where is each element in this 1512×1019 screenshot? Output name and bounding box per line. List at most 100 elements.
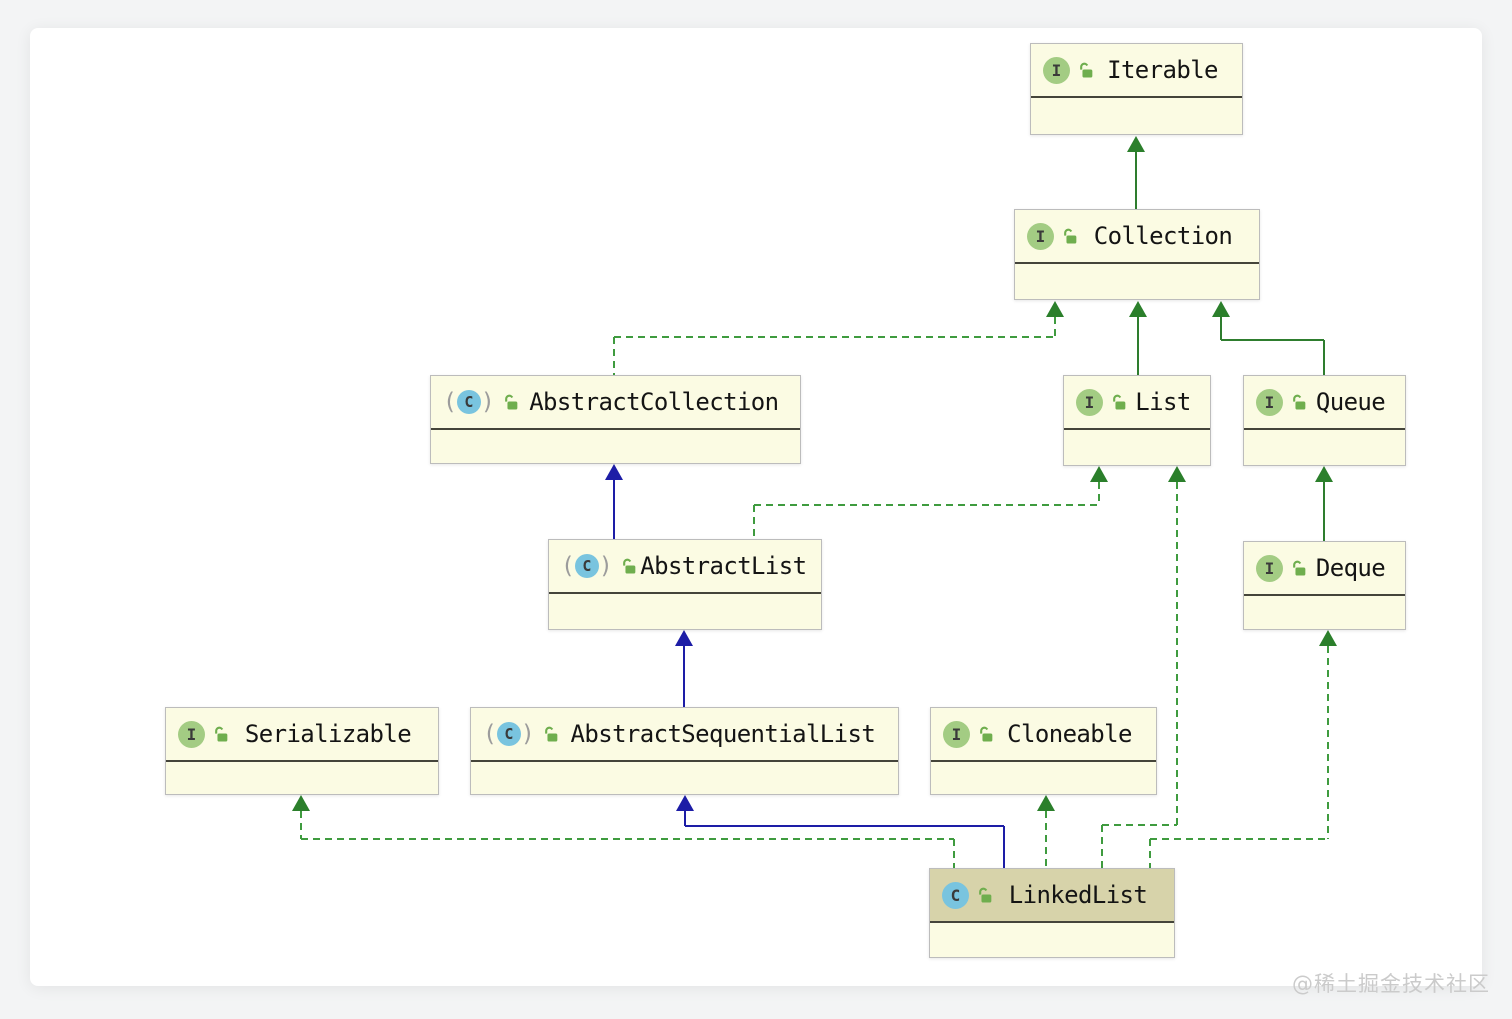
open-lock-icon: [1291, 394, 1308, 411]
open-lock-icon: [1291, 560, 1308, 577]
edge-list-collection-arrowhead: [1129, 301, 1147, 317]
node-list[interactable]: I List: [1063, 375, 1211, 466]
abstract-class-icon: ( C ): [483, 721, 535, 748]
node-iterable-header[interactable]: I Iterable: [1031, 44, 1242, 98]
node-body: [1015, 264, 1259, 353]
watermark: @稀土掘金技术社区: [1292, 972, 1490, 996]
abstract-paren: (: [443, 388, 457, 415]
edge-abstractsequentiallist-abstractlist-arrowhead: [675, 630, 693, 646]
node-queue[interactable]: I Queue: [1243, 375, 1406, 466]
node-abstract-list-header[interactable]: ( C ) AbstractList: [549, 540, 821, 594]
edge-linkedlist-serializable-segment: [300, 811, 302, 839]
edge-collection-iterable-segment: [1135, 152, 1137, 209]
node-abstract-list[interactable]: ( C ) AbstractList: [548, 539, 822, 630]
open-lock-icon: [1062, 228, 1079, 245]
edge-linkedlist-serializable-segment: [953, 839, 955, 868]
open-lock-icon: [977, 887, 994, 904]
edge-abstractlist-abstractcollection-segment: [613, 480, 615, 539]
interface-icon: I: [1043, 56, 1070, 84]
edge-linkedlist-list-segment: [1176, 482, 1178, 825]
node-title: List: [1135, 388, 1191, 416]
node-serializable-header[interactable]: I Serializable: [166, 708, 438, 762]
edge-linkedlist-abstractsequentiallist-segment: [684, 811, 686, 826]
edge-abstractcollection-collection-segment: [614, 336, 1055, 338]
edge-linkedlist-deque-segment: [1327, 646, 1329, 839]
node-body: [431, 430, 800, 517]
interface-icon: I: [943, 720, 970, 748]
edge-linkedlist-list-segment: [1102, 824, 1177, 826]
edge-linkedlist-cloneable-arrowhead: [1037, 795, 1055, 811]
open-lock-icon: [1078, 62, 1095, 79]
edge-abstractcollection-collection-segment: [1054, 317, 1056, 337]
edge-linkedlist-abstractsequentiallist-segment: [1003, 826, 1005, 868]
edge-linkedlist-deque-segment: [1149, 839, 1151, 868]
edge-deque-queue-segment: [1323, 482, 1325, 541]
interface-icon: I: [1076, 388, 1103, 416]
edge-linkedlist-deque-segment: [1150, 838, 1328, 840]
node-iterable[interactable]: I Iterable: [1030, 43, 1243, 135]
node-body: [1064, 430, 1210, 519]
node-cloneable-header[interactable]: I Cloneable: [931, 708, 1156, 762]
edge-abstractcollection-collection-segment: [613, 337, 615, 375]
node-abstract-sequential-list-header[interactable]: ( C ) AbstractSequentialList: [471, 708, 898, 762]
node-title: Cloneable: [1007, 720, 1132, 748]
node-title: AbstractSequentialList: [570, 720, 876, 748]
abstract-paren: ): [598, 552, 613, 579]
node-title: AbstractCollection: [529, 388, 779, 416]
edge-deque-queue-arrowhead: [1315, 466, 1333, 482]
open-lock-icon: [543, 726, 560, 743]
edge-collection-iterable-arrowhead: [1127, 136, 1145, 152]
open-lock-icon: [621, 558, 638, 575]
abstract-class-icon: ( C ): [443, 389, 495, 416]
node-title: Queue: [1315, 388, 1386, 416]
node-body: [166, 762, 438, 848]
node-linked-list-header[interactable]: C LinkedList: [930, 869, 1174, 923]
edge-linkedlist-abstractsequentiallist-arrowhead: [676, 795, 694, 811]
node-body: [471, 762, 898, 848]
node-collection[interactable]: I Collection: [1014, 209, 1260, 300]
edge-abstractlist-list-segment: [1098, 482, 1100, 505]
edge-linkedlist-serializable-arrowhead: [292, 795, 310, 811]
node-cloneable[interactable]: I Cloneable: [930, 707, 1157, 795]
edge-abstractlist-abstractcollection-arrowhead: [605, 464, 623, 480]
edge-queue-collection-segment: [1221, 339, 1324, 341]
abstract-paren: (: [483, 720, 497, 747]
class-letter: C: [574, 554, 599, 578]
node-serializable[interactable]: I Serializable: [165, 707, 439, 795]
edge-abstractlist-list-segment: [754, 504, 1099, 506]
open-lock-icon: [213, 726, 230, 743]
edge-abstractcollection-collection-arrowhead: [1046, 301, 1064, 317]
node-list-header[interactable]: I List: [1064, 376, 1210, 430]
node-title: Iterable: [1107, 56, 1218, 84]
class-letter: C: [456, 390, 481, 414]
node-body: [1031, 98, 1242, 188]
node-deque-header[interactable]: I Deque: [1244, 542, 1405, 596]
node-title: AbstractList: [640, 552, 807, 580]
edge-queue-collection-arrowhead: [1212, 301, 1230, 317]
node-abstract-collection-header[interactable]: ( C ) AbstractCollection: [431, 376, 800, 430]
node-body: [1244, 430, 1405, 519]
node-deque[interactable]: I Deque: [1243, 541, 1406, 630]
interface-icon: I: [178, 720, 205, 748]
open-lock-icon: [503, 394, 520, 411]
node-title: Deque: [1315, 554, 1386, 582]
node-queue-header[interactable]: I Queue: [1244, 376, 1405, 430]
node-abstract-collection[interactable]: ( C ) AbstractCollection: [430, 375, 801, 464]
node-collection-header[interactable]: I Collection: [1015, 210, 1259, 264]
edge-linkedlist-abstractsequentiallist-segment: [685, 825, 1004, 827]
node-linked-list[interactable]: C LinkedList: [929, 868, 1175, 958]
edge-linkedlist-cloneable-segment: [1045, 811, 1047, 868]
edge-queue-collection-segment: [1220, 317, 1222, 340]
edge-abstractlist-list-arrowhead: [1090, 466, 1108, 482]
abstract-class-icon: ( C ): [561, 553, 613, 580]
edge-abstractsequentiallist-abstractlist-segment: [683, 646, 685, 707]
edge-list-collection-segment: [1137, 317, 1139, 375]
node-abstract-sequential-list[interactable]: ( C ) AbstractSequentialList: [470, 707, 899, 795]
edge-linkedlist-list-arrowhead: [1168, 466, 1186, 482]
edge-linkedlist-serializable-segment: [301, 838, 954, 840]
node-title: Serializable: [244, 720, 412, 748]
interface-icon: I: [1027, 222, 1054, 250]
open-lock-icon: [978, 726, 995, 743]
edge-queue-collection-segment: [1323, 340, 1325, 375]
